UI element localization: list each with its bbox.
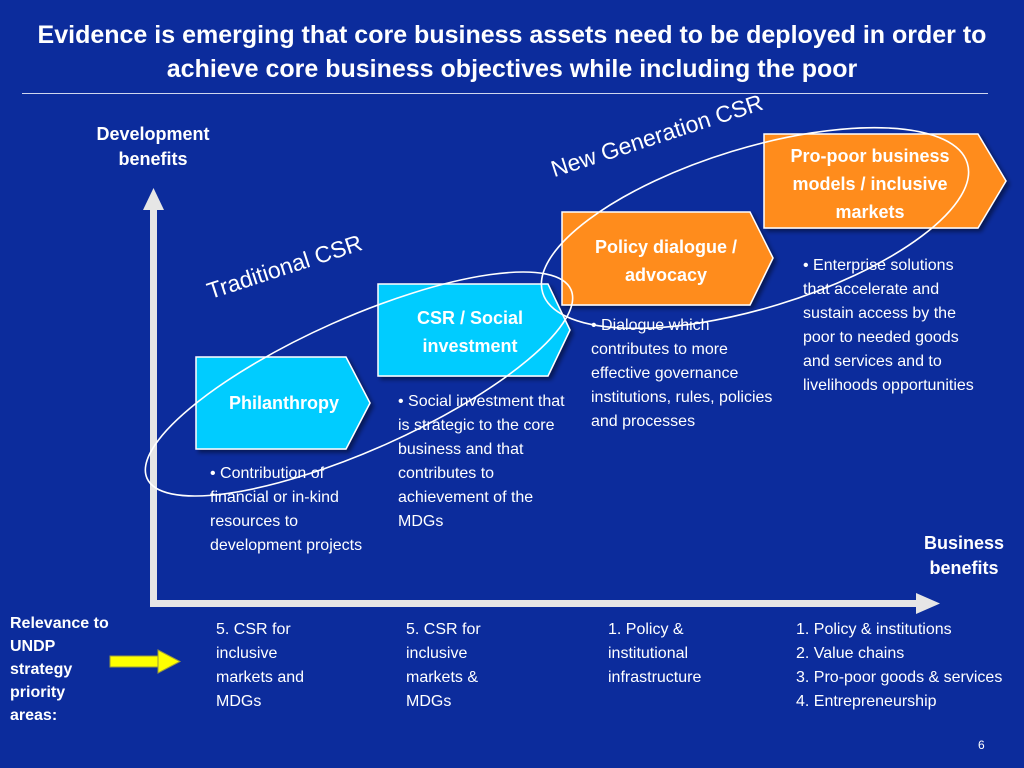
csr-social-investment-label: CSR / Social investment	[416, 308, 524, 356]
pro-poor-business-box	[763, 133, 1007, 229]
relevance-arrow	[109, 649, 182, 674]
title-divider	[22, 93, 988, 94]
policy-dialogue-box	[561, 211, 774, 306]
policy-dialogue-description: • Dialogue which contributes to more eff…	[591, 317, 773, 430]
philanthropy-label: Philanthropy	[228, 393, 339, 413]
policy-dialogue-label: Policy dialogue / advocacy	[594, 237, 738, 285]
page-number: 6	[978, 738, 985, 752]
pro-poor-business-description: • Enterprise solutions that accelerate a…	[803, 257, 974, 394]
relevance-item-2: 5. CSR for inclusive markets & MDGs	[406, 621, 481, 710]
x-axis-arrow	[150, 593, 940, 614]
csr-social-investment-description: • Social investment that is strategic to…	[398, 393, 565, 530]
relevance-item-3: 1. Policy & institutional infrastructure	[608, 621, 702, 686]
relevance-item-1: 5. CSR for inclusive markets and MDGs	[216, 621, 305, 710]
relevance-item-4: 1. Policy & institutions 2. Value chains…	[796, 621, 1003, 710]
csr-social-investment-box	[377, 283, 571, 377]
y-axis-label: Development benefits	[96, 124, 210, 169]
slide-title: Evidence is emerging that core business …	[37, 21, 987, 83]
x-axis-label: Business benefits	[923, 533, 1005, 578]
philanthropy-description: • Contribution of financial or in-kind r…	[210, 465, 363, 554]
relevance-label: Relevance to UNDP strategy priority area…	[10, 615, 109, 724]
philanthropy-box	[195, 356, 371, 450]
pro-poor-business-label: Pro-poor business models / inclusive mar…	[790, 146, 950, 222]
traditional-csr-ellipse	[144, 271, 574, 497]
new-generation-csr-ellipse	[540, 126, 970, 330]
y-axis-arrow	[143, 188, 164, 605]
